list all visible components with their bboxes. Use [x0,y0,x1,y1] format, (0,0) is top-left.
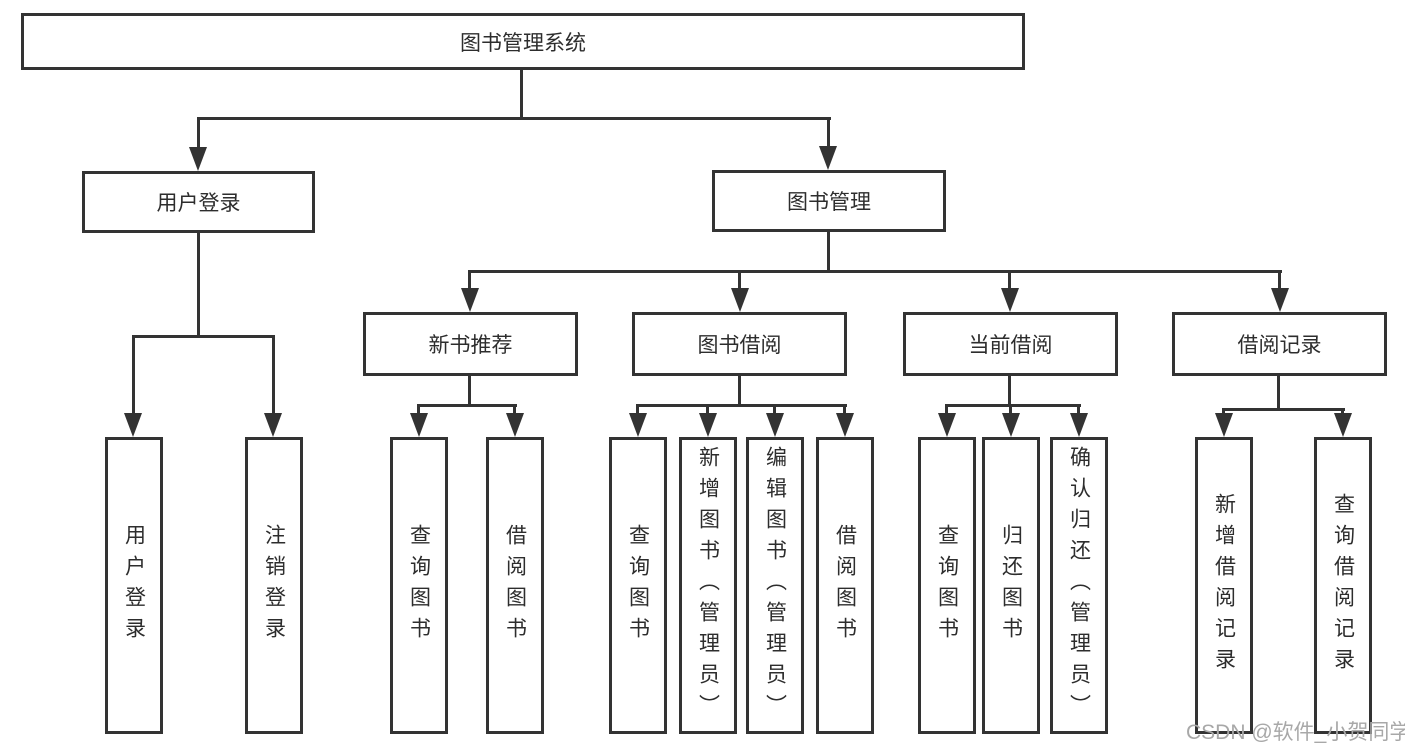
leaf-borrow-book-label: 借阅图书 [833,523,857,648]
connector-line [636,404,639,417]
leaf-query-borrow-record-label: 查询借阅记录 [1331,492,1355,679]
node-new-book-recommend-label: 新书推荐 [428,334,513,357]
connector-line [706,404,709,417]
leaf-add-book-admin-label: 新增图书（管理员） [696,446,720,725]
leaf-confirm-return-admin-label: 确认归还（管理员） [1067,446,1091,725]
connector-line [1008,270,1011,295]
arrow-down-icon [731,288,749,312]
leaf-borrow-book: 借阅图书 [816,437,874,734]
node-current-borrow-label: 当前借阅 [968,334,1053,357]
arrow-down-icon [1002,413,1020,437]
arrow-down-icon [938,413,956,437]
arrow-down-icon [699,413,717,437]
leaf-edit-book-admin: 编辑图书（管理员） [746,437,804,734]
connector-line [513,404,516,417]
connector-line [945,404,948,417]
connector-line [1341,408,1344,417]
connector-line [132,335,135,420]
node-library-system: 图书管理系统 [21,13,1025,70]
connector-line [468,270,471,295]
arrow-down-icon [506,413,524,437]
node-book-borrow: 图书借阅 [632,312,847,376]
node-borrow-records-label: 借阅记录 [1237,334,1322,357]
leaf-borrow-book-recommend: 借阅图书 [486,437,544,734]
arrow-down-icon [836,413,854,437]
leaf-query-borrow-record: 查询借阅记录 [1314,437,1372,734]
node-user-login: 用户登录 [82,171,315,233]
connector-line [468,270,1282,273]
leaf-query-current-borrow: 查询图书 [918,437,976,734]
arrow-down-icon [1070,413,1088,437]
node-book-borrow-label: 图书借阅 [697,334,782,357]
leaf-query-book-recommend: 查询图书 [390,437,448,734]
leaf-user-login: 用户登录 [105,437,163,734]
leaf-query-book-recommend-label: 查询图书 [407,523,431,648]
connector-line [945,404,1081,407]
node-current-borrow: 当前借阅 [903,312,1118,376]
leaf-add-borrow-record: 新增借阅记录 [1195,437,1253,734]
connector-line [197,117,831,120]
connector-line [132,335,275,338]
connector-line [843,404,846,417]
connector-line [468,376,471,406]
leaf-query-current-borrow-label: 查询图书 [935,523,959,648]
leaf-add-borrow-record-label: 新增借阅记录 [1212,492,1236,679]
leaf-add-book-admin: 新增图书（管理员） [679,437,737,734]
leaf-return-book-label: 归还图书 [999,523,1023,648]
node-library-system-label: 图书管理系统 [460,31,586,55]
leaf-confirm-return-admin: 确认归还（管理员） [1050,437,1108,734]
leaf-logout-label: 注销登录 [262,523,286,648]
node-user-login-label: 用户登录 [156,192,241,215]
arrow-down-icon [189,147,207,171]
connector-line [738,270,741,295]
connector-line [827,117,830,150]
connector-line [1077,404,1080,417]
leaf-edit-book-admin-label: 编辑图书（管理员） [763,446,787,725]
arrow-down-icon [264,413,282,437]
connector-line [636,404,847,407]
arrow-down-icon [410,413,428,437]
connector-line [197,117,200,151]
connector-line [272,335,275,420]
arrow-down-icon [1215,413,1233,437]
connector-line [827,232,830,272]
connector-line [1222,408,1345,411]
arrow-down-icon [461,288,479,312]
arrow-down-icon [124,413,142,437]
connector-line [520,70,523,118]
connector-line [1222,408,1225,417]
leaf-return-book: 归还图书 [982,437,1040,734]
leaf-logout: 注销登录 [245,437,303,734]
leaf-borrow-book-recommend-label: 借阅图书 [503,523,527,648]
arrow-down-icon [1001,288,1019,312]
connector-line [1008,376,1011,406]
node-new-book-recommend: 新书推荐 [363,312,578,376]
connector-line [1277,376,1280,410]
node-book-management-label: 图书管理 [787,191,871,214]
arrow-down-icon [766,413,784,437]
connector-line [738,376,741,406]
leaf-query-book: 查询图书 [609,437,667,734]
connector-line [1278,270,1281,295]
watermark: CSDN @软件_小贺同学 [1186,721,1405,744]
leaf-query-book-label: 查询图书 [626,523,650,648]
connector-line [1009,404,1012,417]
arrow-down-icon [1334,413,1352,437]
arrow-down-icon [1271,288,1289,312]
arrow-down-icon [819,146,837,170]
node-book-management: 图书管理 [712,170,946,232]
node-borrow-records: 借阅记录 [1172,312,1387,376]
leaf-user-login-label: 用户登录 [122,523,146,648]
connector-line [417,404,517,407]
connector-line [773,404,776,417]
connector-line [197,233,200,338]
connector-line [417,404,420,417]
arrow-down-icon [629,413,647,437]
